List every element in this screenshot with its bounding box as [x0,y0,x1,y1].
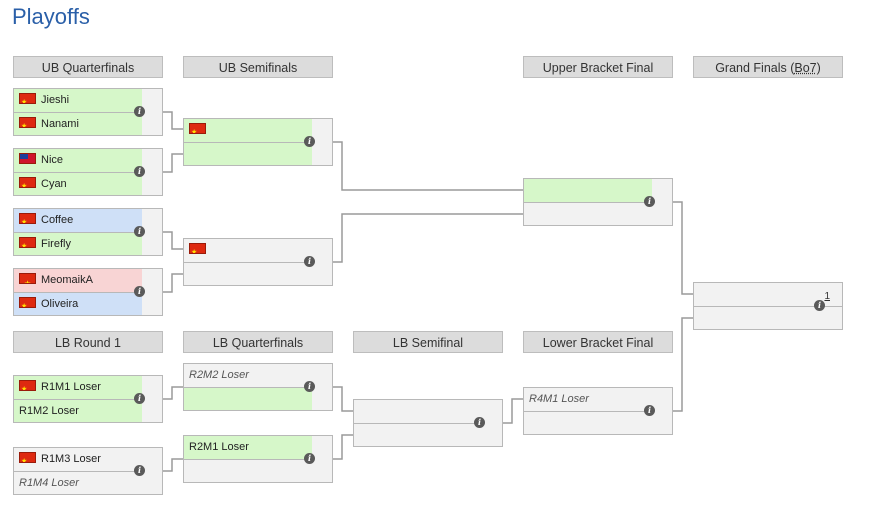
match-slot[interactable]: Oliveira [14,292,142,315]
info-icon[interactable]: i [474,417,485,428]
info-icon[interactable]: i [134,465,145,476]
info-icon[interactable]: i [134,166,145,177]
grand-finals-label: Grand Finals ( [715,61,795,75]
player-name: R4M1 Loser [529,393,589,405]
player-name: MeomaikA [41,274,93,286]
flag-tw-icon [19,153,36,164]
player-name: R1M1 Loser [41,381,101,393]
flag-cn-icon [19,452,36,463]
info-icon[interactable]: i [304,453,315,464]
match-ub-qf-1[interactable]: Jieshi Nanami [13,88,163,136]
info-icon[interactable]: i [304,256,315,267]
flag-cn-icon [19,237,36,248]
match-slot[interactable] [184,119,312,142]
flag-cn-icon [19,117,36,128]
grand-finals-bo7-abbr[interactable]: Bo7 [794,61,817,75]
match-slot[interactable]: R2M2 Loser [184,364,312,387]
grand-finals-label-end: ) [816,61,821,75]
match-slot[interactable]: R2M1 Loser [184,436,312,459]
player-name: Oliveira [41,298,79,310]
match-slot[interactable] [184,387,312,410]
match-slot[interactable] [184,262,312,285]
header-grand-finals: Grand Finals (Bo7) [693,56,843,78]
match-slot[interactable] [354,423,482,446]
match-slot[interactable] [524,411,652,434]
match-slot[interactable] [354,400,482,423]
match-slot[interactable]: R4M1 Loser [524,388,652,411]
player-name: R1M2 Loser [19,405,79,417]
page-title: Playoffs [12,4,90,29]
info-icon[interactable]: i [644,405,655,416]
match-slot[interactable]: MeomaikA [14,269,142,292]
player-name: R2M1 Loser [189,441,249,453]
flag-cn-icon [189,123,206,134]
player-name: R1M3 Loser [41,453,101,465]
match-slot[interactable]: Cyan [14,172,142,195]
flag-cn-icon [19,380,36,391]
player-name: Firefly [41,238,71,250]
header-lb-round-1: LB Round 1 [13,331,163,353]
match-slot[interactable]: Nice [14,149,142,172]
match-slot[interactable] [524,202,652,225]
match-slot[interactable]: 1 [694,283,842,306]
header-ub-semifinals: UB Semifinals [183,56,333,78]
match-slot[interactable] [184,142,312,165]
match-slot[interactable] [184,459,312,482]
match-slot[interactable] [524,179,652,202]
info-icon[interactable]: i [304,381,315,392]
match-ub-qf-4[interactable]: MeomaikA Oliveira [13,268,163,316]
header-lower-bracket-final: Lower Bracket Final [523,331,673,353]
match-slot[interactable]: Firefly [14,232,142,255]
flag-cn-icon [19,297,36,308]
flag-cn-icon [19,213,36,224]
match-slot[interactable]: R1M1 Loser [14,376,142,399]
info-icon[interactable]: i [814,300,825,311]
player-name: Nanami [41,118,79,130]
player-name: Nice [41,154,64,166]
match-slot[interactable]: R1M4 Loser [14,471,142,494]
info-icon[interactable]: i [134,286,145,297]
match-ub-qf-3[interactable]: Coffee Firefly [13,208,163,256]
match-ub-final[interactable] [523,178,673,226]
header-lb-quarterfinals: LB Quarterfinals [183,331,333,353]
header-upper-bracket-final: Upper Bracket Final [523,56,673,78]
match-lb-qf-2[interactable]: R2M1 Loser [183,435,333,483]
info-icon[interactable]: i [134,393,145,404]
header-lb-semifinal: LB Semifinal [353,331,503,353]
info-icon[interactable]: i [134,106,145,117]
match-slot[interactable] [694,306,842,329]
player-name: Coffee [41,214,74,226]
flag-vn-icon [19,273,36,284]
match-slot[interactable]: Jieshi [14,89,142,112]
player-name: R1M4 Loser [19,477,79,489]
grand-finals-score[interactable]: 1 [824,291,830,302]
match-slot[interactable]: R1M2 Loser [14,399,142,422]
flag-cn-icon [19,177,36,188]
info-icon[interactable]: i [304,136,315,147]
match-slot[interactable] [184,239,312,262]
player-name: Jieshi [41,94,70,106]
flag-cn-icon [189,243,206,254]
info-icon[interactable]: i [134,226,145,237]
info-icon[interactable]: i [644,196,655,207]
flag-cn-icon [19,93,36,104]
header-ub-quarterfinals: UB Quarterfinals [13,56,163,78]
match-slot[interactable]: Nanami [14,112,142,135]
player-name: Cyan [41,178,67,190]
match-slot[interactable]: R1M3 Loser [14,448,142,471]
player-name: R2M2 Loser [189,369,249,381]
match-slot[interactable]: Coffee [14,209,142,232]
